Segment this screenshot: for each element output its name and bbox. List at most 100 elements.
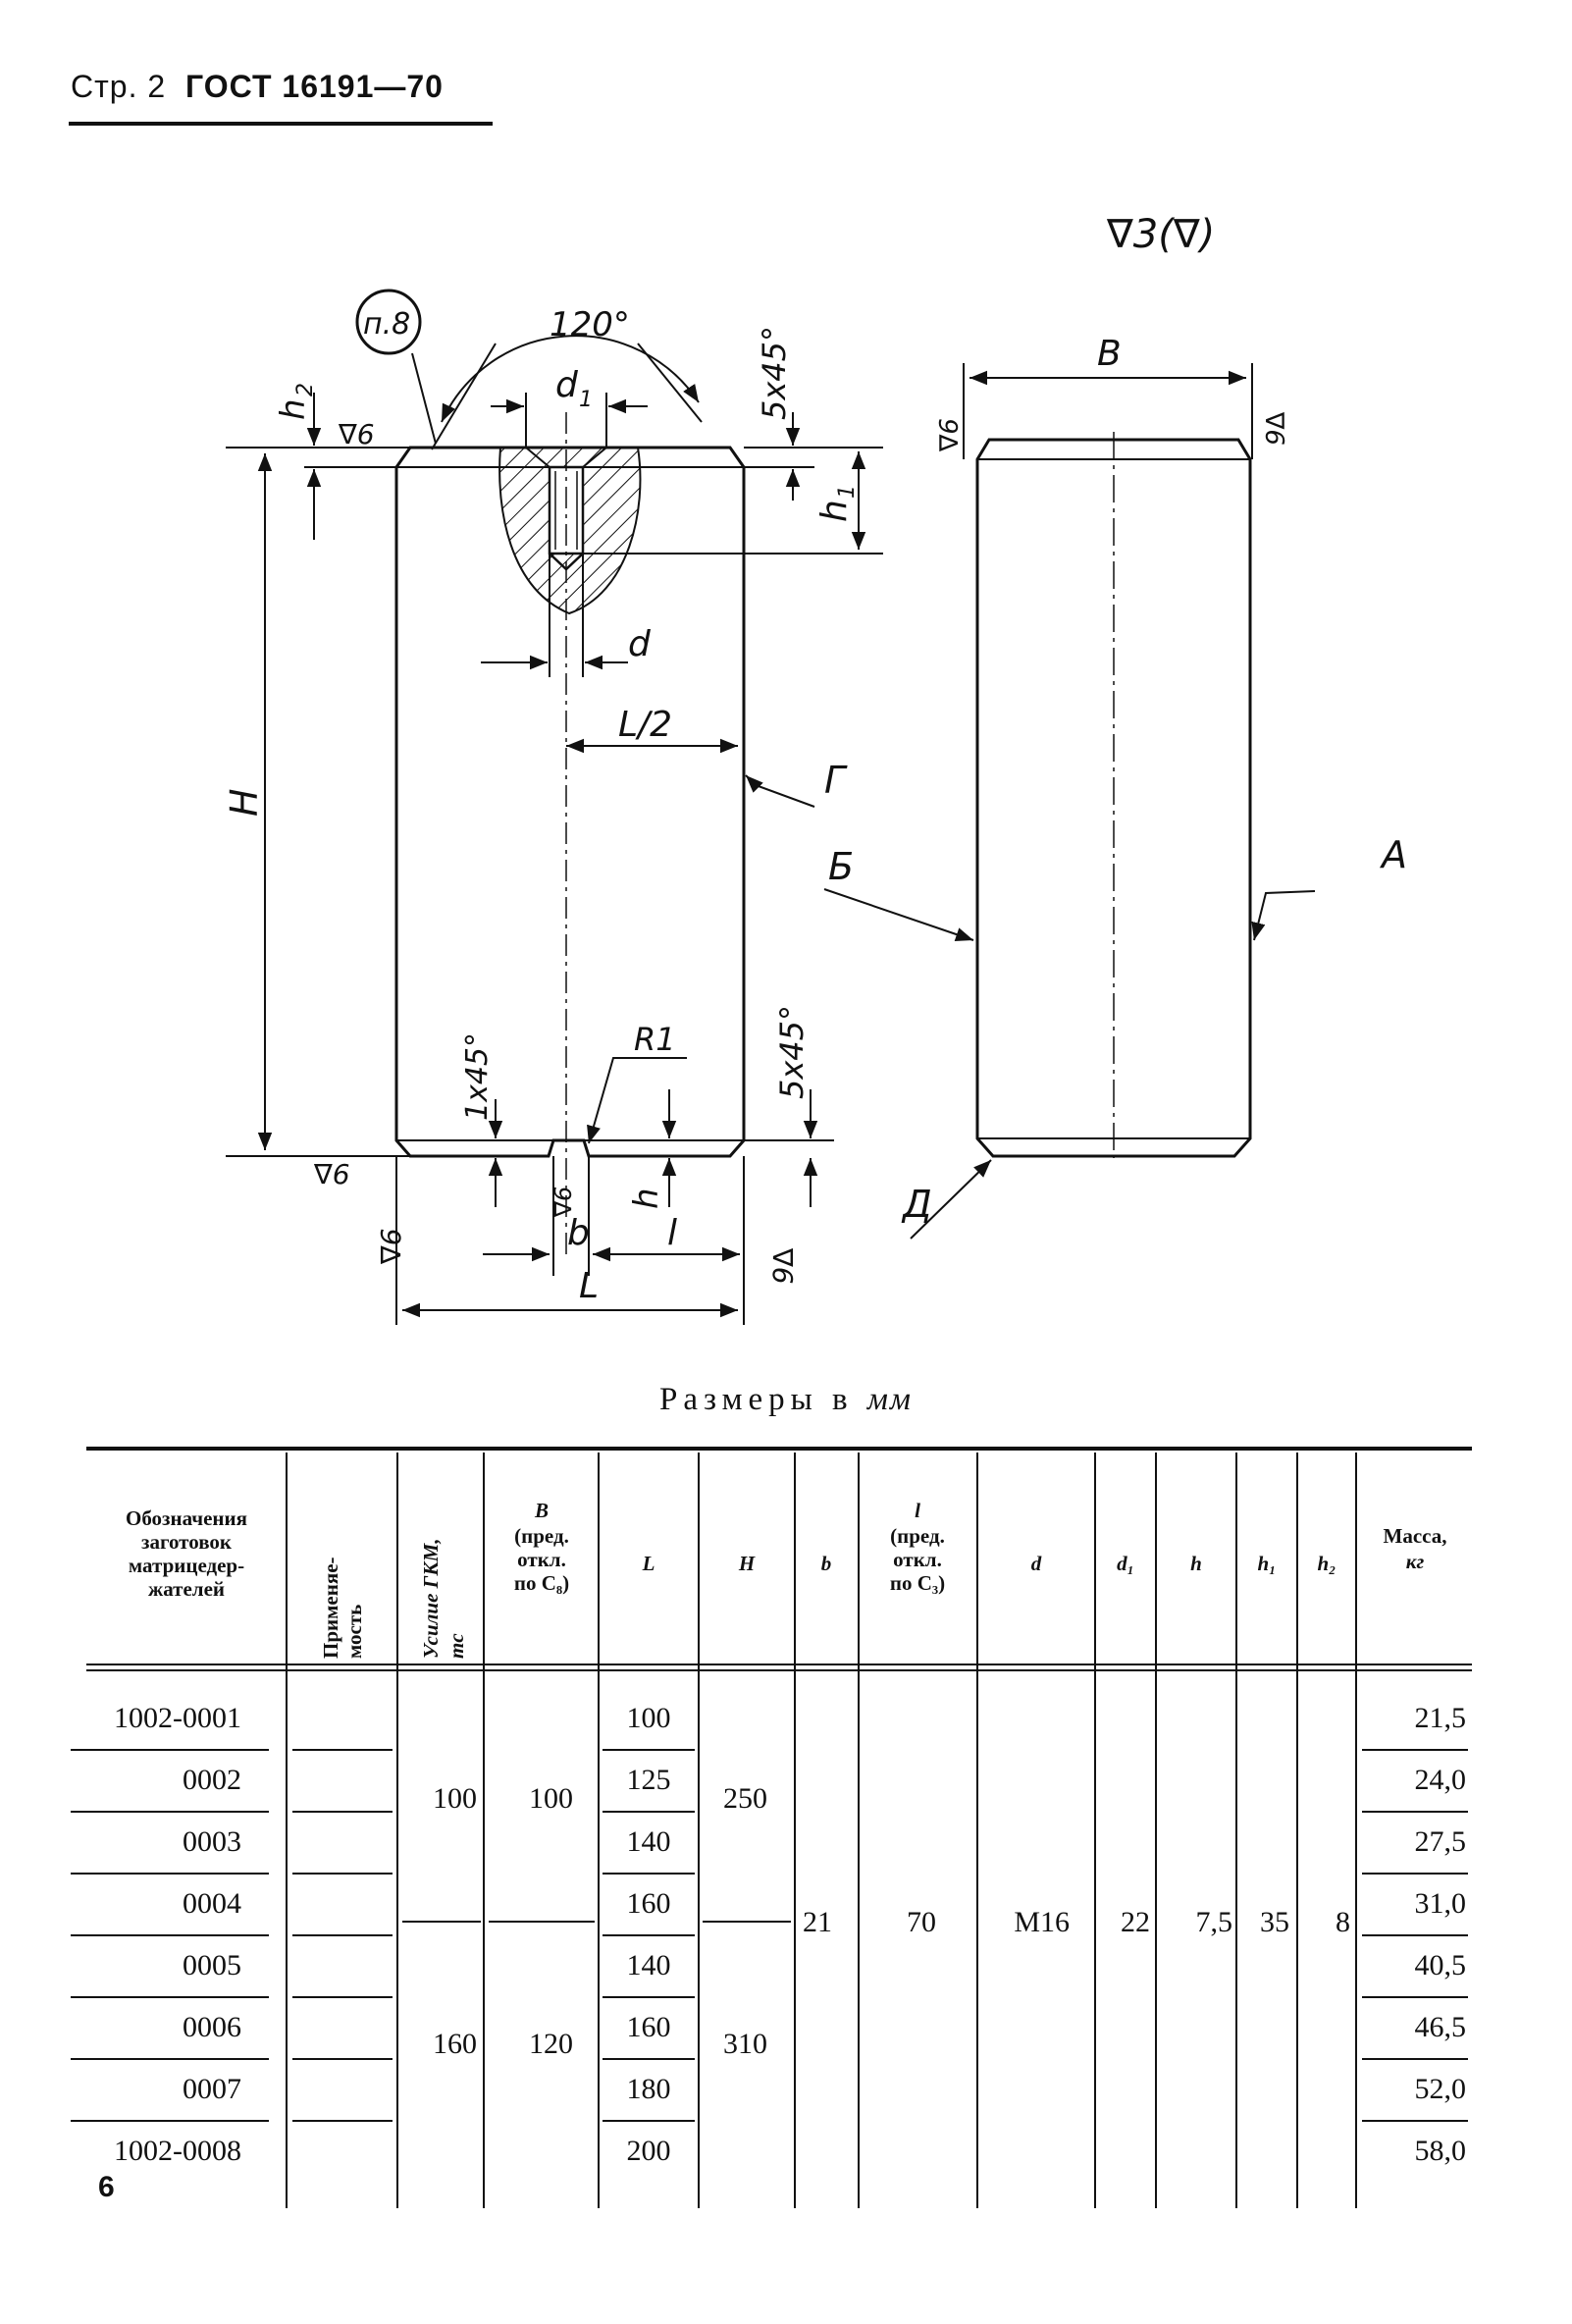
units-value: мм <box>866 1382 913 1417</box>
group1-H: 250 <box>723 1782 767 1815</box>
common-d1: 22 <box>1121 1906 1150 1938</box>
header-rule <box>69 122 493 126</box>
h1-sub: 1 <box>835 485 860 499</box>
d-label: d <box>628 624 652 664</box>
L-half-label: L/2 <box>618 705 672 745</box>
general-roughness-mark: ∇3(∇) <box>1106 212 1215 257</box>
H-label: H <box>223 788 266 817</box>
chamfer-top-label: 5x45° <box>756 326 793 420</box>
h2-label: h <box>274 398 313 420</box>
row-designation: 0002 <box>183 1764 241 1796</box>
roughness-bottom-left: ∇6 <box>313 1158 350 1190</box>
common-h1: 35 <box>1260 1906 1289 1938</box>
hdr-h1: h₁ <box>1257 1552 1276 1575</box>
note-circle <box>355 289 422 355</box>
hdr-force-2: тс <box>445 1633 468 1659</box>
view-G-label: Г <box>824 759 848 802</box>
chamfer-bottom-label: 5x45° <box>773 1005 811 1099</box>
hdr-h2: h₂ <box>1317 1552 1336 1575</box>
row-designation: 0003 <box>183 1825 241 1858</box>
row-L: 140 <box>627 1949 671 1981</box>
l-label: l <box>667 1213 677 1253</box>
common-d: M16 <box>1014 1906 1070 1938</box>
B-dim-label: B <box>1097 334 1122 374</box>
row-mass: 24,0 <box>1415 1764 1467 1796</box>
common-b: 21 <box>803 1906 832 1938</box>
roughness-notch-label: ∇6 <box>550 1187 577 1218</box>
h-label: h <box>627 1188 666 1209</box>
common-h2: 8 <box>1336 1906 1350 1938</box>
hdr-designation-1: Обозначения <box>126 1506 247 1530</box>
row-designation: 0004 <box>183 1887 241 1920</box>
hdr-H: H <box>738 1552 756 1575</box>
row-L: 125 <box>627 1764 671 1796</box>
standard-number: ГОСТ 16191—70 <box>185 69 444 104</box>
roughness-left-side: ∇6 <box>375 1228 407 1265</box>
row-designation: 1002-0001 <box>114 1702 241 1734</box>
hdr-designation-3: матрицедер- <box>129 1554 244 1577</box>
hdr-applicability-2: мость <box>342 1605 366 1659</box>
h2-sub: 2 <box>293 383 318 396</box>
row-designation: 0007 <box>183 2073 241 2105</box>
angle-label: 120° <box>550 305 630 344</box>
b-label: b <box>567 1213 590 1253</box>
row-designation: 0005 <box>183 1949 241 1981</box>
hdr-force-1: Усилие ГКМ, <box>419 1538 443 1659</box>
group2-force: 160 <box>433 2028 477 2060</box>
page-header: Стр. 2 ГОСТ 16191—70 <box>71 69 444 105</box>
hdr-B-4: по C₈) <box>514 1571 569 1595</box>
hdr-designation-4: жателей <box>148 1577 225 1601</box>
row-mass: 58,0 <box>1415 2135 1467 2167</box>
hdr-l-1: l <box>915 1499 920 1522</box>
row-L: 160 <box>627 1887 671 1920</box>
d1-sub: 1 <box>579 388 593 412</box>
row-L: 160 <box>627 2011 671 2043</box>
technical-drawing: ∇3(∇) <box>223 212 1407 1325</box>
L-label: L <box>579 1266 599 1306</box>
radius-label: R1 <box>634 1021 676 1058</box>
front-view <box>394 412 746 1256</box>
hdr-mass-1: Масса, <box>1384 1524 1447 1548</box>
hdr-l-4: по C₃) <box>890 1571 945 1595</box>
roughness-side-left: ∇6 <box>935 418 965 452</box>
row-mass: 46,5 <box>1415 2011 1467 2043</box>
row-mass: 21,5 <box>1415 1702 1467 1734</box>
row-L: 140 <box>627 1825 671 1858</box>
group1-force: 100 <box>433 1782 477 1815</box>
side-view <box>975 432 1252 1158</box>
hdr-B-3: откл. <box>517 1548 566 1571</box>
page-label: Стр. 2 <box>71 69 167 104</box>
row-L: 180 <box>627 2073 671 2105</box>
row-designation: 0006 <box>183 2011 241 2043</box>
roughness-side-right: ∇6 <box>1259 411 1288 446</box>
group2-B: 120 <box>529 2028 573 2060</box>
hdr-l-2: (пред. <box>890 1524 945 1548</box>
group2-H: 310 <box>723 2028 767 2060</box>
hdr-d1: d₁ <box>1117 1552 1134 1575</box>
view-A-label: А <box>1379 833 1407 876</box>
hdr-B-1: B <box>534 1499 549 1522</box>
row-mass: 27,5 <box>1415 1825 1467 1858</box>
units-caption-text: Размеры в <box>659 1382 854 1417</box>
roughness-right-side: ∇6 <box>766 1247 799 1285</box>
hdr-b: b <box>821 1552 832 1575</box>
hdr-mass-2: кг <box>1406 1550 1425 1573</box>
hdr-B-2: (пред. <box>514 1524 569 1548</box>
row-mass: 31,0 <box>1415 1887 1467 1920</box>
note-ref-label: п.8 <box>363 307 410 342</box>
group1-B: 100 <box>529 1782 573 1815</box>
row-mass: 40,5 <box>1415 1949 1467 1981</box>
row-designation: 1002-0008 <box>114 2135 241 2167</box>
hdr-d: d <box>1031 1552 1042 1575</box>
units-caption: Размеры в мм <box>0 1382 1572 1418</box>
common-l: 70 <box>907 1906 936 1938</box>
view-B-label: Б <box>828 845 854 888</box>
page-number: 6 <box>98 2171 115 2203</box>
row-mass: 52,0 <box>1415 2073 1467 2105</box>
roughness-top-label: ∇6 <box>338 418 375 450</box>
h1-label: h <box>814 500 855 522</box>
view-D-label: Д <box>901 1183 932 1226</box>
d1-label: d <box>555 365 579 405</box>
row-L: 200 <box>627 2135 671 2167</box>
